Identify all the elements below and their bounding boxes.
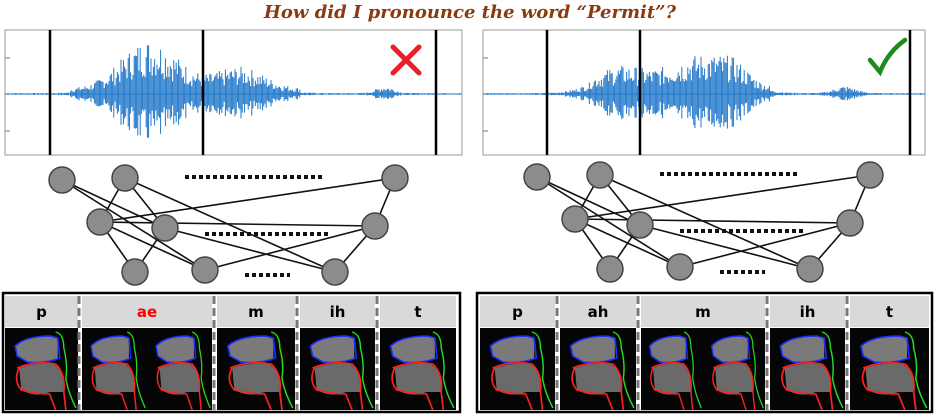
phoneme-segment-m: m [216, 296, 296, 411]
waveform [6, 45, 460, 139]
network-node [381, 164, 409, 192]
network-node [666, 253, 694, 281]
phoneme-segment-p: p [479, 296, 556, 411]
network-node [86, 208, 114, 236]
mri-frame-image [299, 327, 376, 411]
network-edge [61, 179, 206, 271]
mri-frame-image [559, 327, 637, 411]
mri-frame-image [216, 327, 296, 411]
mri-frame-image [479, 327, 556, 411]
network-node [626, 211, 654, 239]
right-waveform-plot [482, 29, 926, 156]
network-node [796, 255, 824, 283]
phoneme-header [770, 296, 845, 327]
phoneme-segment-t: t [849, 296, 930, 411]
phoneme-label: ih [330, 303, 346, 321]
network-node [856, 161, 884, 189]
left-mri-phoneme-panel: p ae m ih t [1, 291, 462, 414]
network-node [151, 214, 179, 242]
phoneme-header [641, 296, 765, 327]
phoneme-header [850, 296, 929, 327]
phoneme-label: p [512, 303, 523, 321]
network-edge [639, 224, 811, 270]
phoneme-label: ih [800, 303, 816, 321]
phoneme-header [380, 296, 456, 327]
mri-frame-image [379, 327, 457, 411]
phoneme-segment-ih: ih [769, 296, 846, 411]
network-edge [574, 174, 871, 220]
phoneme-label: p [36, 303, 47, 321]
network-node [586, 161, 614, 189]
left-neural-network [48, 164, 409, 286]
network-node [321, 258, 349, 286]
network-node [361, 212, 389, 240]
network-node [836, 209, 864, 237]
red-x-icon [390, 44, 422, 76]
green-check-icon [867, 37, 908, 77]
network-edge [61, 179, 166, 229]
phoneme-header [217, 296, 295, 327]
phoneme-segment-ae: ae [81, 296, 213, 411]
right-neural-network [523, 161, 884, 283]
phoneme-label: ah [588, 303, 609, 321]
network-edge [574, 218, 851, 224]
network-edge [536, 176, 641, 226]
phoneme-label: t [886, 303, 893, 321]
mri-frame-image [849, 327, 930, 411]
phoneme-segment-p: p [4, 296, 79, 411]
network-edge [99, 177, 396, 223]
figure-title: How did I pronounce the word “Permit”? [263, 2, 677, 23]
network-edge [99, 221, 376, 227]
network-edge [204, 225, 376, 271]
network-edge [599, 174, 811, 270]
phoneme-header [82, 296, 212, 327]
right-mri-phoneme-panel: p ah m ih t [475, 291, 934, 414]
phoneme-header [300, 296, 375, 327]
mri-frame-image [702, 327, 766, 411]
network-edge [679, 222, 851, 268]
waveform [484, 55, 923, 129]
network-node [48, 166, 76, 194]
phoneme-label: t [414, 303, 421, 321]
mri-frame-image [769, 327, 846, 411]
phoneme-label: m [695, 303, 711, 321]
network-node [596, 255, 624, 283]
network-edge [164, 227, 336, 273]
network-node [121, 258, 149, 286]
network-edge [124, 177, 336, 273]
phoneme-segment-ih: ih [299, 296, 376, 411]
network-edge [536, 176, 681, 268]
phoneme-segment-ah: ah [559, 296, 637, 411]
mri-frame-image [81, 327, 148, 411]
phoneme-segment-m: m [640, 296, 766, 411]
phoneme-segment-t: t [379, 296, 457, 411]
mri-frame-image [4, 327, 79, 411]
network-node [111, 164, 139, 192]
mri-frame-image [146, 327, 213, 411]
phoneme-label: m [248, 303, 264, 321]
phoneme-header [560, 296, 636, 327]
mri-frame-image [640, 327, 704, 411]
phoneme-header [5, 296, 78, 327]
network-node [191, 256, 219, 284]
left-waveform-plot [4, 29, 463, 156]
phoneme-header [480, 296, 555, 327]
network-node [561, 205, 589, 233]
phoneme-label: ae [137, 303, 157, 321]
network-node [523, 163, 551, 191]
